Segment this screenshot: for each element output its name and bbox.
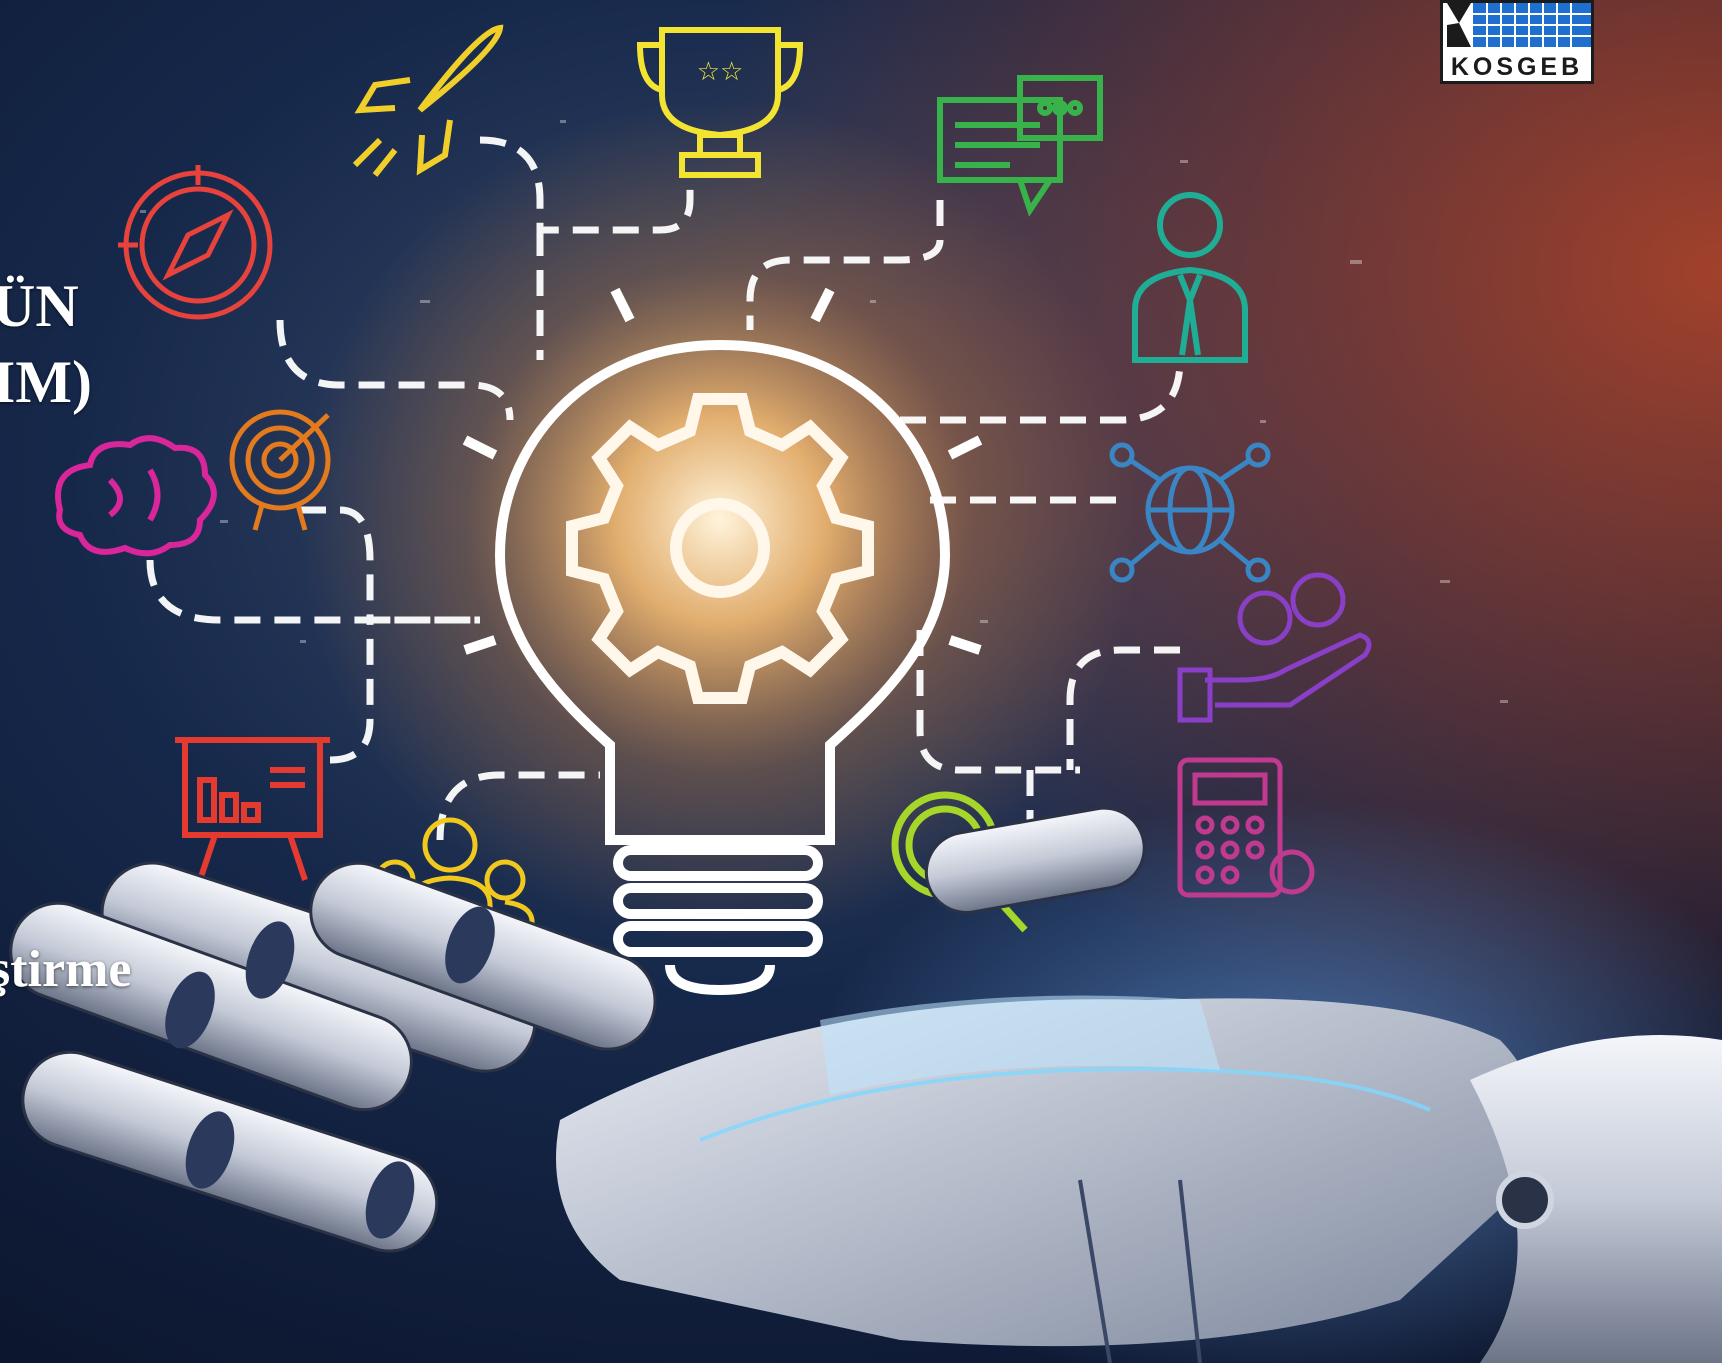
robot-hand — [9, 806, 1722, 1363]
brain-icon — [55, 435, 217, 557]
presentation-chart-icon — [175, 737, 330, 881]
gear-icon — [566, 393, 874, 704]
coins-hand-icon — [1177, 572, 1372, 723]
kosgeb-logo: KOSGEB — [1440, 0, 1594, 84]
rocket-icon — [352, 24, 504, 177]
kosgeb-logo-text: KOSGEB — [1450, 53, 1584, 81]
svg-text:☆☆: ☆☆ — [697, 57, 744, 87]
lightbulb-gear-icon — [462, 287, 983, 996]
kosgeb-logo-mark-icon — [1447, 3, 1591, 47]
trophy-icon: ☆☆ — [636, 27, 804, 178]
slide-title-line-1: ÜN — [0, 273, 79, 339]
chat-bubbles-icon — [937, 75, 1103, 217]
compass-icon — [118, 165, 273, 320]
globe-network-icon — [1109, 442, 1271, 583]
businessman-icon — [1132, 192, 1248, 363]
slide-body-text: ştirme — [0, 941, 132, 998]
calculator-icon — [1177, 757, 1315, 898]
target-icon — [229, 409, 331, 531]
slide-title-line-2: IM) — [0, 349, 92, 415]
